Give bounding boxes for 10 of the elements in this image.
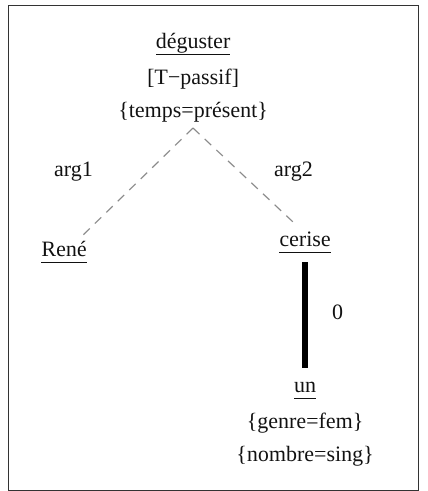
head-word: cerise <box>279 226 331 253</box>
feature-text: {nombre=sing} <box>235 440 375 468</box>
feature-text: {genre=fem} <box>246 407 364 435</box>
head-word: René <box>41 236 87 263</box>
thick-connector <box>302 262 308 368</box>
dashed-connector <box>82 128 194 236</box>
head-word: déguster <box>156 28 230 55</box>
feature-text: [T−passif] <box>146 63 240 91</box>
feature-text: {temps=présent} <box>117 96 269 124</box>
head-word: un <box>294 372 316 399</box>
